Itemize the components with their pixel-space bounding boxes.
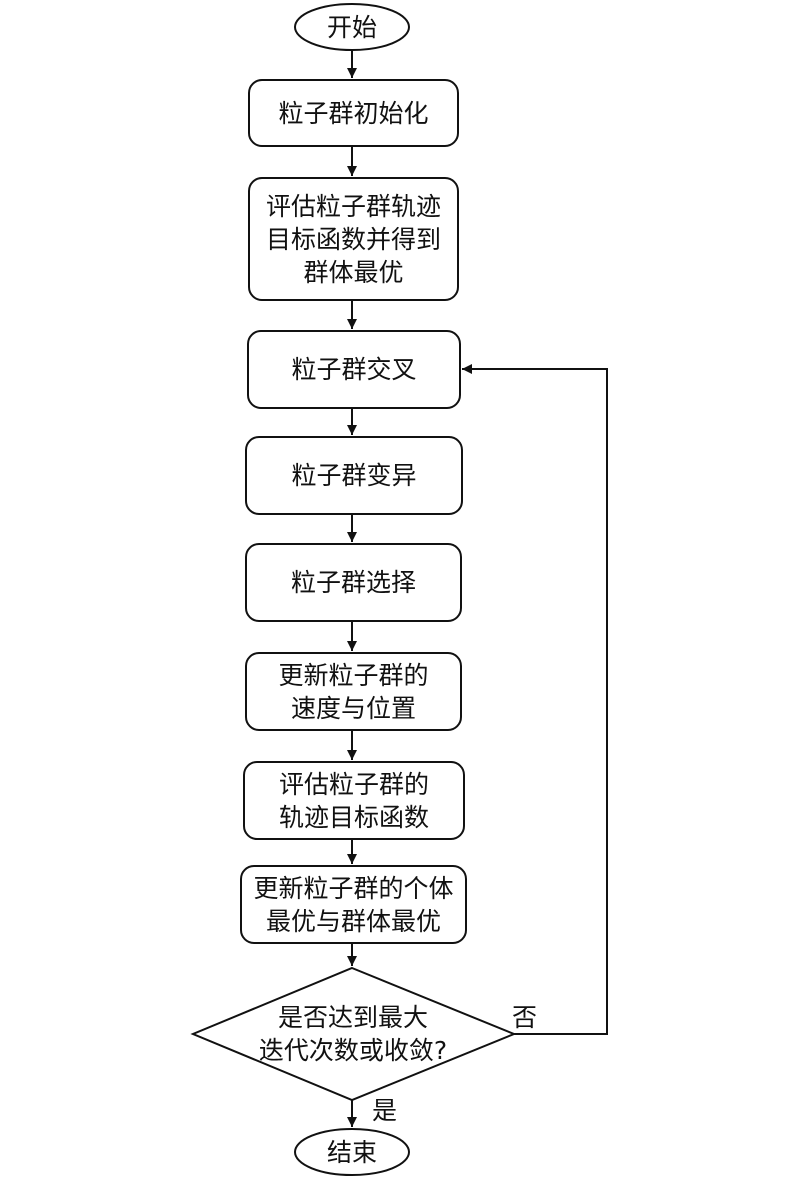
step-label-selection: 粒子群选择: [290, 568, 416, 597]
yes-label: 是: [372, 1096, 398, 1125]
step-box-update-velocity: [245, 652, 462, 731]
no-label: 否: [512, 1003, 538, 1032]
step-box-init: [248, 79, 459, 147]
step-label-init: 粒子群初始化: [278, 98, 429, 128]
step-box-crossover: [247, 330, 461, 409]
step-label-update-best: 更新粒子群的个体 最优与群体最优: [253, 873, 454, 936]
step-label-evaluate-initial: 评估粒子群轨迹 目标函数并得到 群体最优: [265, 191, 441, 287]
step-box-mutation: [245, 436, 463, 515]
step-label-crossover: 粒子群交叉: [291, 355, 417, 384]
step-label-update-velocity: 更新粒子群的 速度与位置: [278, 660, 429, 723]
end-label: 结束: [326, 1137, 377, 1167]
step-box-evaluate: [243, 761, 465, 840]
step-box-selection: [245, 543, 462, 622]
start-label: 开始: [326, 12, 377, 42]
end-terminal: [294, 1128, 410, 1176]
step-label-evaluate: 评估粒子群的 轨迹目标函数: [278, 769, 429, 832]
step-box-evaluate-initial: [248, 177, 459, 301]
decision-label: 是否达到最大 迭代次数或收敛?: [258, 1003, 448, 1065]
step-label-mutation: 粒子群变异: [291, 461, 417, 490]
no-loop-arrow: [462, 364, 608, 1035]
step-box-update-best: [240, 865, 467, 944]
